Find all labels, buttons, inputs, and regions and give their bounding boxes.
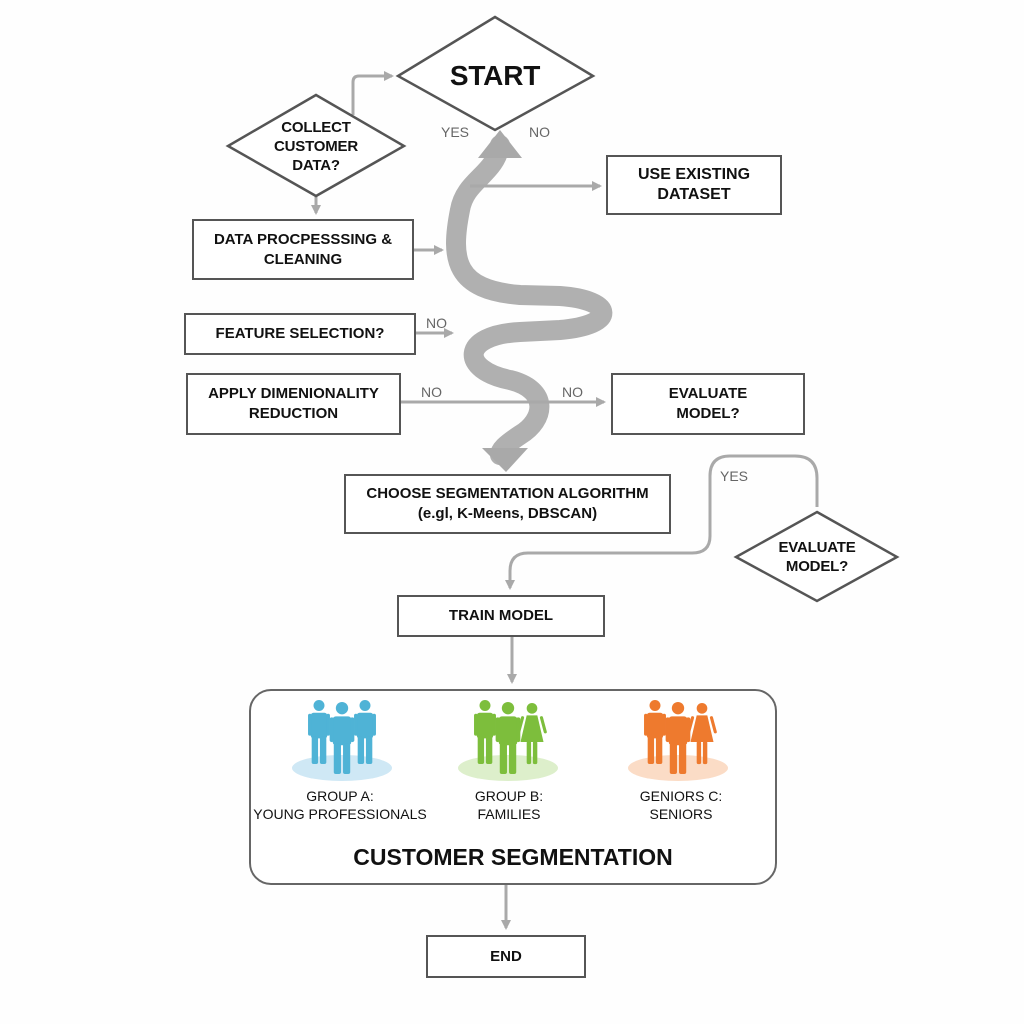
evaluate-loop-connector	[505, 454, 819, 590]
main-flow-arrowhead-up	[478, 130, 522, 158]
group-a-line2: YOUNG PROFESSIONALS	[253, 806, 427, 822]
collect-to-start-connector	[351, 71, 394, 115]
feature-selection-node[interactable]: FEATURE SELECTION?	[184, 313, 416, 355]
group-b-line2: FAMILIES	[477, 806, 541, 822]
evaluate-no-label: NO	[562, 384, 583, 400]
collect-diamond-shape	[225, 93, 407, 198]
evaluate-diamond-line2: MODEL?	[785, 558, 849, 575]
group-a-label: GROUP A: YOUNG PROFESSIONALS	[240, 787, 440, 823]
start-diamond-shape	[395, 15, 596, 132]
train-model-node[interactable]: TRAIN MODEL	[397, 595, 605, 637]
collect-label-line2: CUSTOMER	[274, 137, 358, 155]
collect-label-line1: COLLECT	[281, 118, 351, 136]
start-no-label: NO	[529, 124, 550, 140]
train-model-label: TRAIN MODEL	[448, 607, 554, 624]
use-existing-line2: DATASET	[657, 186, 731, 203]
main-flow-arrowhead-down	[482, 448, 528, 472]
preprocess-line2: CLEANING	[263, 250, 343, 268]
start-node[interactable]: START	[420, 55, 570, 97]
data-preprocessing-node[interactable]: DATA PROCPESSSING & CLEANING	[192, 219, 414, 280]
dimred-no-label: NO	[421, 384, 442, 400]
choose-algorithm-line1: CHOOSE SEGMENTATION ALGORITHM	[366, 485, 649, 502]
dimensionality-reduction-node[interactable]: APPLY DIMENIONALITY REDUCTION	[186, 373, 401, 435]
collect-label-line3: DATA?	[292, 156, 340, 174]
end-label: END	[490, 947, 522, 965]
dimred-line1: APPLY DIMENIONALITY	[208, 385, 379, 402]
evaluate-box-line2: MODEL?	[676, 405, 740, 422]
evaluate-model-diamond-node[interactable]: EVALUATE MODEL?	[762, 537, 872, 577]
group-c-line1: GENIORS C:	[639, 788, 723, 804]
start-label: START	[449, 60, 541, 91]
evaluate-box-line1: EVALUATE	[668, 385, 748, 402]
group-a-line1: GROUP A:	[306, 788, 374, 804]
end-node[interactable]: END	[426, 935, 586, 978]
preprocess-line1: DATA PROCPESSSING &	[213, 230, 393, 248]
evaluate-diamond-shape	[733, 510, 900, 603]
group-c-label: GENIORS C: SENIORS	[581, 787, 781, 823]
evaluate-model-box-node[interactable]: EVALUATE MODEL?	[611, 373, 805, 435]
segmentation-title: CUSTOMER SEGMENTATION	[353, 844, 673, 870]
group-b-line1: GROUP B:	[474, 788, 544, 804]
loop-yes-label: YES	[720, 468, 749, 484]
collect-data-node[interactable]: COLLECT CUSTOMER DATA?	[256, 116, 376, 176]
group-c-line2: SENIORS	[649, 806, 713, 822]
choose-algorithm-node[interactable]: CHOOSE SEGMENTATION ALGORITHM (e.gl, K-M…	[344, 474, 671, 534]
use-existing-line1: USE EXISTING	[637, 166, 751, 183]
choose-algorithm-line2: (e.gl, K-Meens, DBSCAN)	[417, 505, 598, 522]
group-b-label: GROUP B: FAMILIES	[409, 787, 609, 823]
evaluate-diamond-line1: EVALUATE	[778, 539, 856, 556]
main-flow-arrow	[446, 135, 613, 465]
start-yes-label: YES	[441, 124, 470, 140]
dimred-line2: REDUCTION	[248, 405, 339, 422]
use-existing-dataset-node[interactable]: USE EXISTING DATASET	[606, 155, 782, 215]
feature-selection-label: FEATURE SELECTION?	[215, 325, 385, 342]
feature-no-label: NO	[426, 315, 447, 331]
